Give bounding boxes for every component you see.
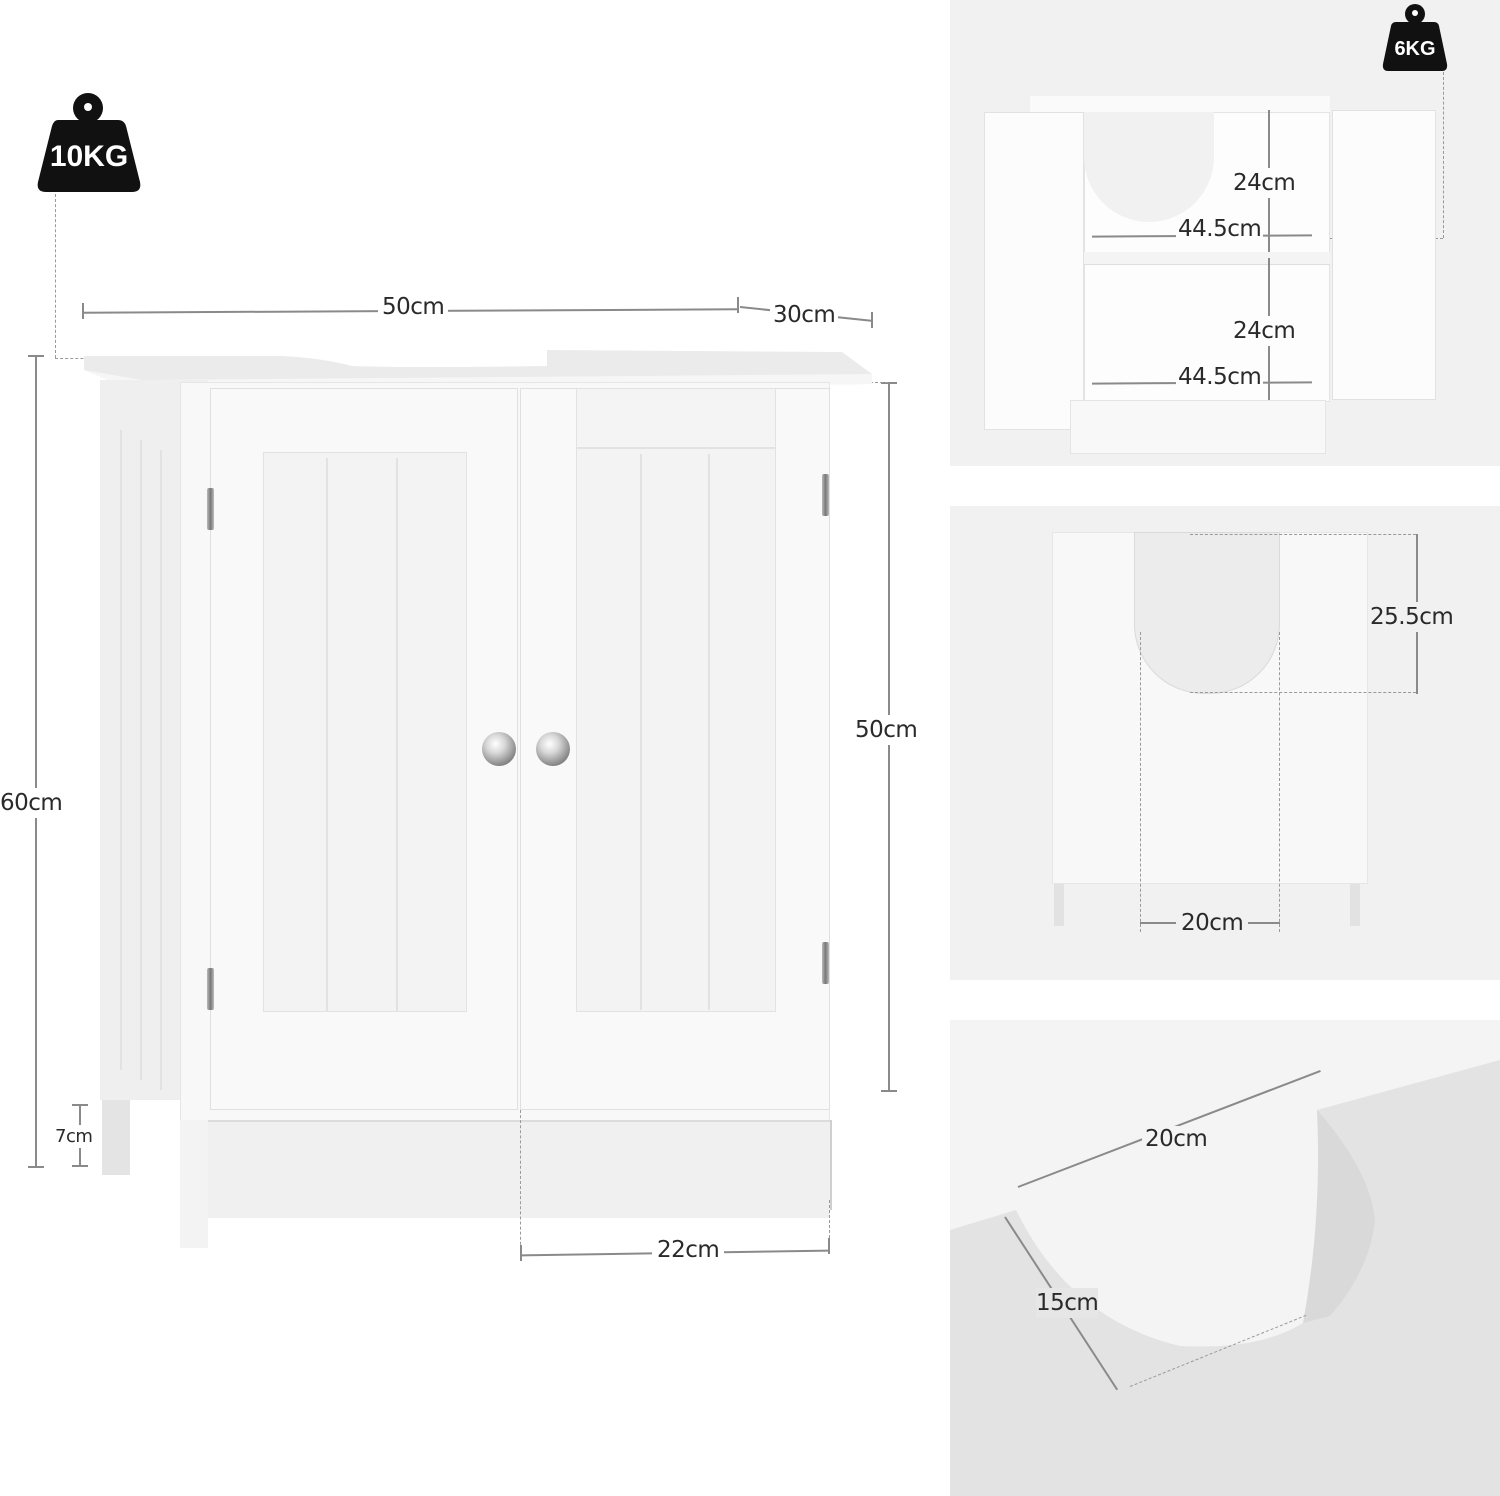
- back-leg-left: [1054, 884, 1064, 926]
- bottom-apron: [208, 1120, 830, 1218]
- right-door-knob[interactable]: [536, 732, 570, 766]
- right-door-top-rail: [576, 388, 776, 448]
- open-cabinet-base: [1070, 400, 1326, 454]
- side-groove: [140, 440, 142, 1080]
- door-groove: [708, 454, 710, 1010]
- weight-icon: [37, 93, 141, 192]
- depth-label: 30cm: [770, 302, 839, 328]
- height-tick-top: [28, 355, 44, 357]
- door-width-label: 22cm: [652, 1237, 725, 1263]
- right-open-door[interactable]: [1332, 110, 1436, 400]
- front-left-leg: [180, 1120, 208, 1248]
- weight-leader-line: [55, 194, 56, 358]
- top-cutout-view-panel: 20cm 15cm: [950, 1020, 1500, 1496]
- door-leader-left: [520, 1110, 521, 1260]
- left-door-panel: [263, 452, 467, 1012]
- width-label: 50cm: [378, 294, 449, 320]
- main-view: 10KG 50cm 30cm 60cm 7cm 50cm: [0, 90, 918, 1263]
- body-height-label: 50cm: [855, 715, 918, 745]
- upper-height-label: 24cm: [1233, 168, 1296, 198]
- cutout-right-leader: [1279, 632, 1280, 932]
- weight-label: 6KG: [1394, 38, 1436, 60]
- door-groove: [396, 458, 398, 1012]
- door-leader-right: [829, 1200, 830, 1248]
- left-door-knob[interactable]: [482, 732, 516, 766]
- back-leg-right: [1350, 884, 1360, 926]
- sink-cutout: [1084, 112, 1214, 222]
- door-groove: [326, 458, 328, 1012]
- cutout-surface: [950, 1060, 1500, 1496]
- weight-badge-6kg: 6KG: [1382, 2, 1448, 72]
- side-groove: [160, 450, 162, 1090]
- side-groove: [120, 430, 122, 1070]
- back-view-panel: 25.5cm 20cm: [950, 506, 1500, 980]
- leg-height-label: 7cm: [55, 1125, 93, 1148]
- right-door-panel: [576, 448, 776, 1012]
- hinge: [822, 942, 829, 984]
- top-cutout-width-label: 20cm: [1142, 1126, 1211, 1152]
- height-tick-bottom: [28, 1166, 44, 1168]
- right-door[interactable]: [520, 388, 830, 1110]
- leg-tick-top: [72, 1104, 88, 1106]
- cutout-top-leader: [1190, 534, 1416, 535]
- left-open-door[interactable]: [984, 112, 1084, 430]
- left-back-leg: [102, 1100, 130, 1175]
- lower-width-label: 44.5cm: [1176, 364, 1264, 390]
- hinge: [822, 474, 829, 516]
- body-tick-bottom: [881, 1090, 897, 1092]
- cutout-left-leader: [1140, 632, 1141, 932]
- top-cutout-depth-label: 15cm: [1036, 1288, 1099, 1318]
- body-tick-top: [881, 382, 897, 384]
- door-tick-right: [828, 1238, 830, 1254]
- interior-view-panel: 6KG 24cm 44.5cm 24cm 44.5cm: [950, 0, 1500, 466]
- height-dimension-line: [35, 355, 37, 1167]
- weight-icon: [1382, 4, 1448, 71]
- open-cabinet-top: [1030, 96, 1330, 112]
- width-tick-left: [82, 303, 84, 319]
- lower-height-label: 24cm: [1233, 316, 1296, 346]
- total-height-label: 60cm: [0, 788, 63, 818]
- upper-width-label: 44.5cm: [1176, 216, 1264, 242]
- back-cutout: [1134, 532, 1280, 694]
- shelf: [1084, 252, 1330, 264]
- depth-tick: [871, 312, 873, 328]
- left-door[interactable]: [210, 388, 518, 1110]
- cutout-bottom-leader: [1190, 692, 1416, 693]
- door-tick-left: [520, 1245, 522, 1261]
- weight-badge-10kg: 10KG: [36, 90, 142, 194]
- cutout-height-label: 25.5cm: [1370, 602, 1454, 632]
- weight-label: 10KG: [49, 140, 129, 173]
- hinge: [207, 968, 214, 1010]
- leg-tick-bottom: [72, 1165, 88, 1167]
- cutout-width-label: 20cm: [1176, 910, 1249, 936]
- weight-leader: [1443, 72, 1444, 238]
- hinge: [207, 488, 214, 530]
- width-tick-right: [737, 297, 739, 313]
- door-groove: [640, 454, 642, 1010]
